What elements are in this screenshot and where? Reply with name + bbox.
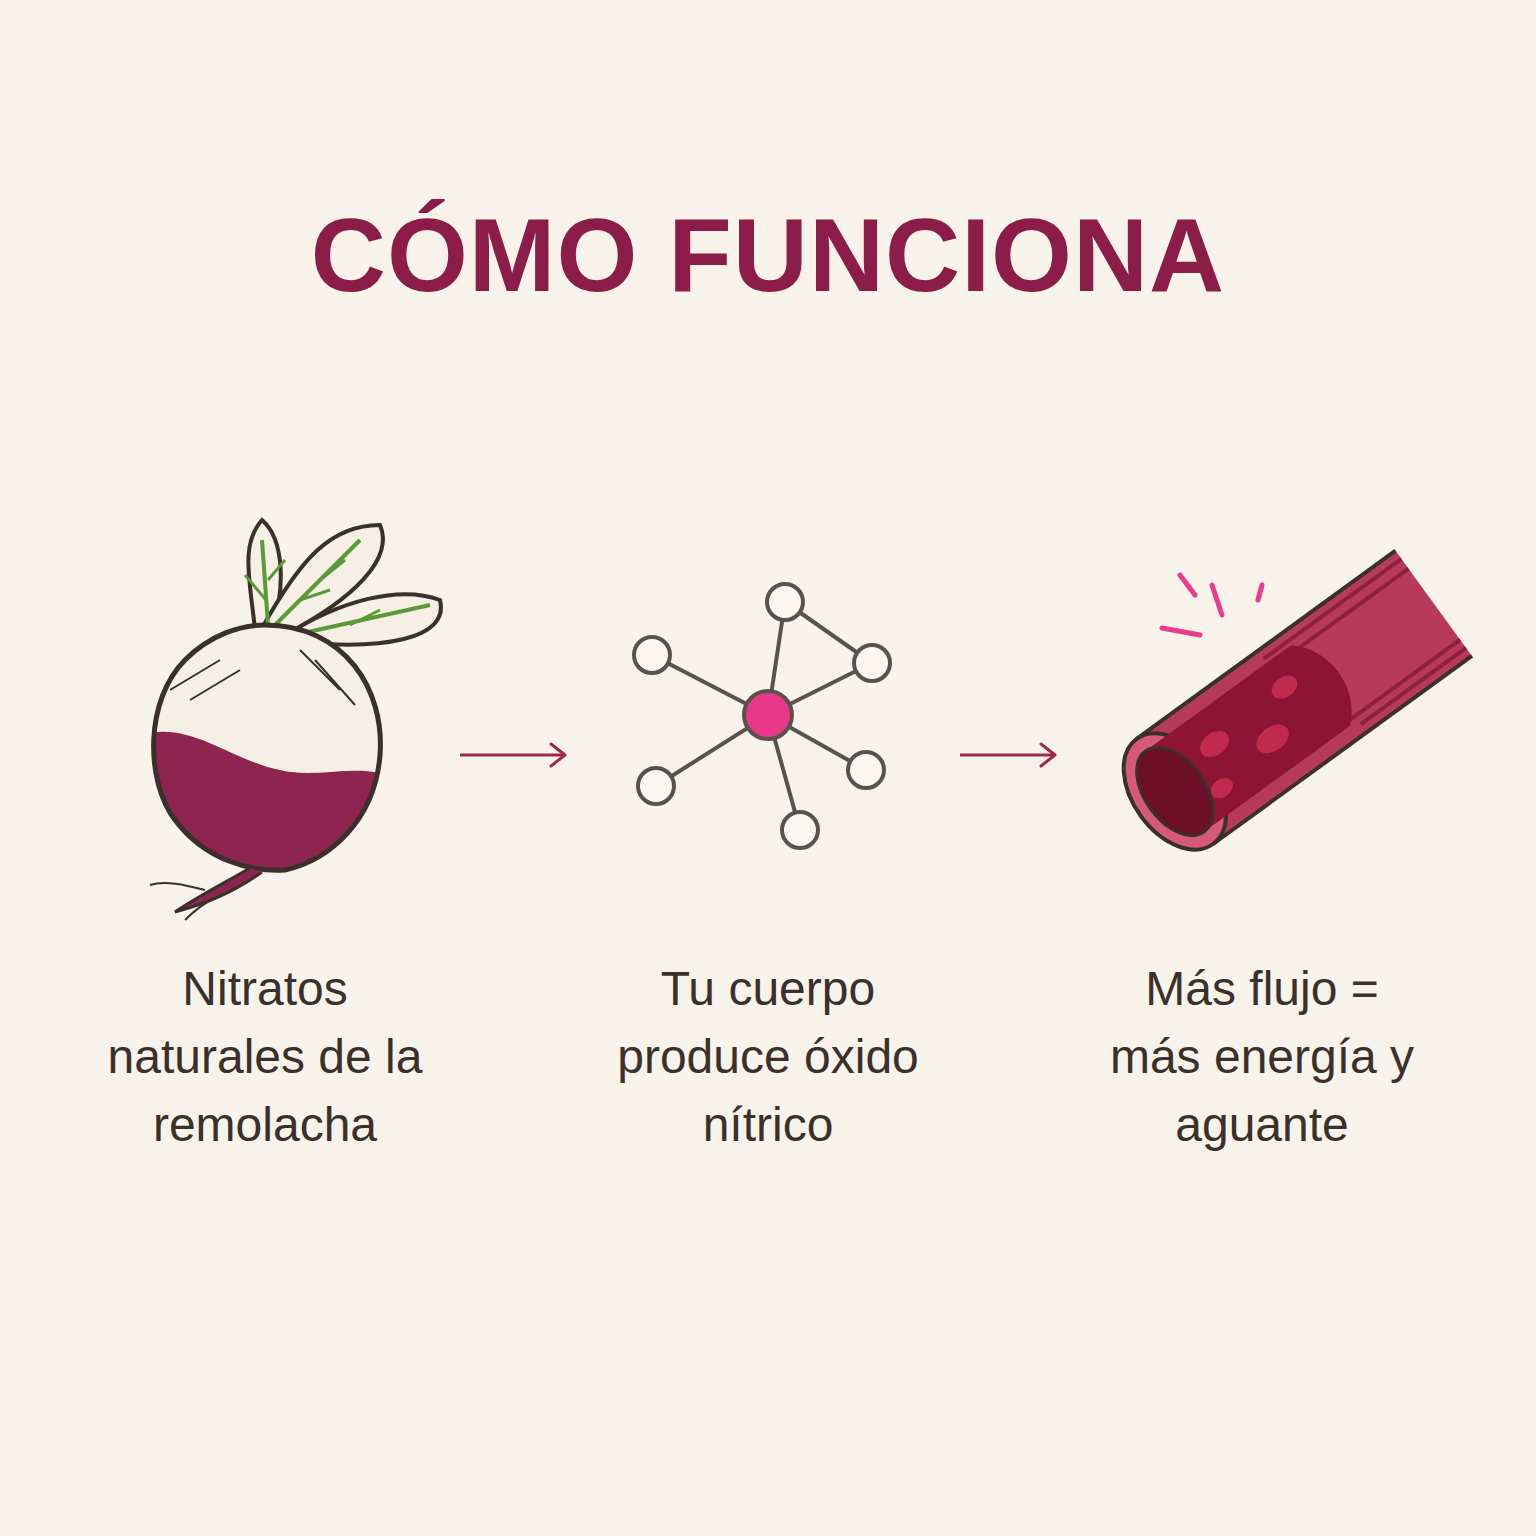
step-node: Más flujo = más energía y aguante	[1055, 500, 1475, 1177]
beet-illustration	[140, 520, 441, 920]
step-node: Tu cuerpo produce óxido nítrico	[565, 500, 960, 1177]
step-caption: Nitratos naturales de la remolacha	[100, 955, 430, 1159]
step-caption: Más flujo = más energía y aguante	[1097, 955, 1427, 1159]
flow-arrow	[960, 744, 1055, 766]
title: CÓMO FUNCIONA	[0, 190, 1536, 320]
molecule-icon	[634, 584, 890, 848]
step-caption: Tu cuerpo produce óxido nítrico	[598, 955, 938, 1159]
burst-lines	[1162, 575, 1262, 635]
blood-vessel-illustration	[1103, 551, 1472, 869]
step-node: Nitratos naturales de la remolacha	[100, 500, 460, 1177]
flow-arrow	[460, 744, 565, 766]
